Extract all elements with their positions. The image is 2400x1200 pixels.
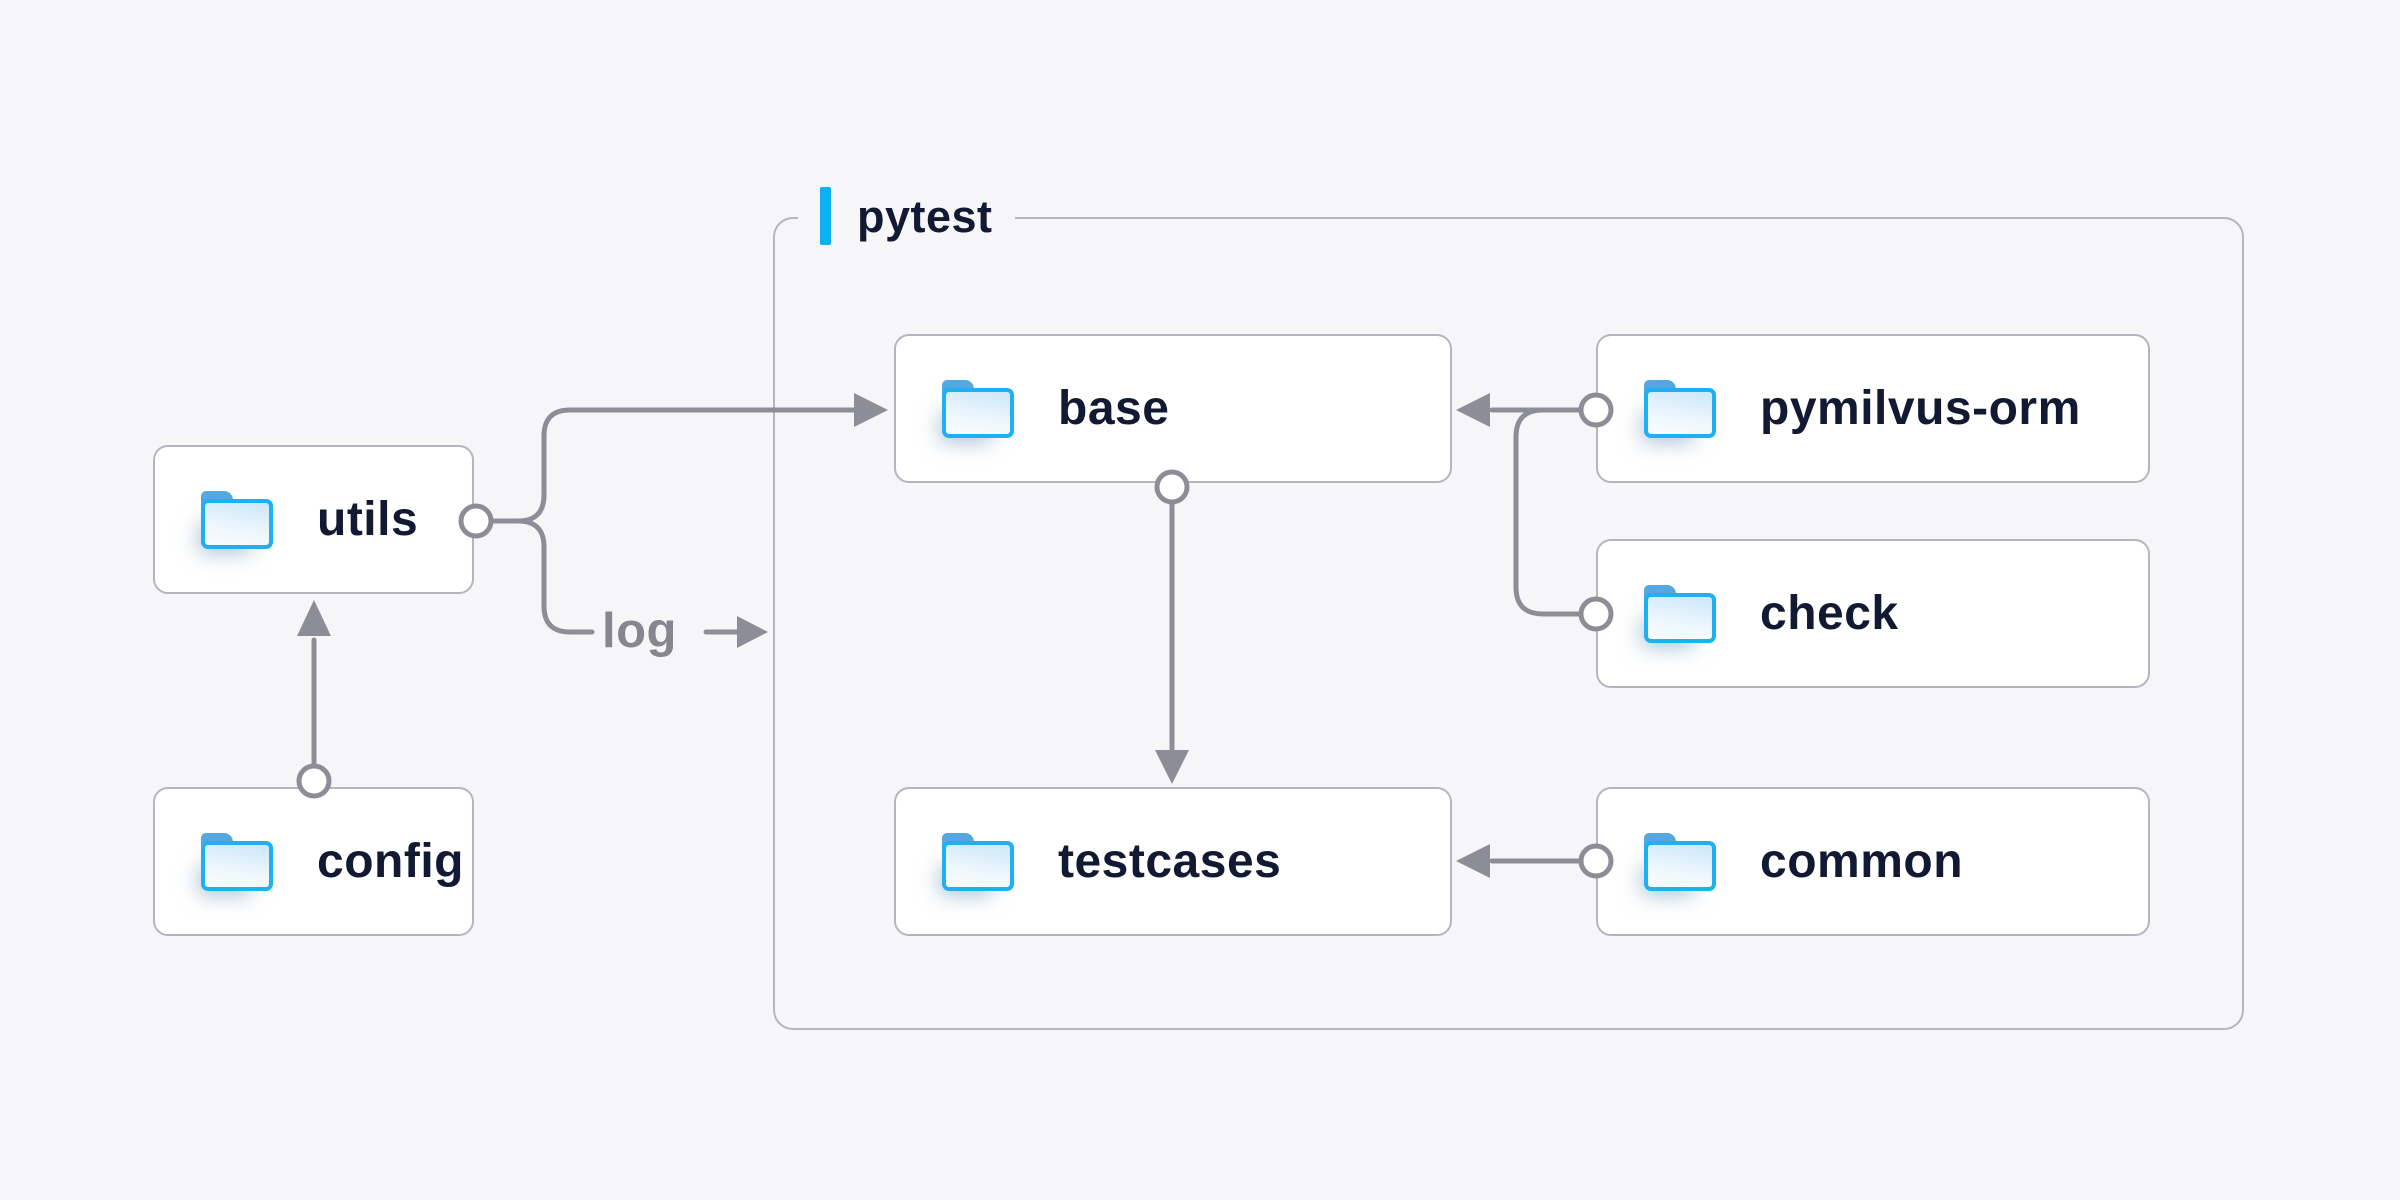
folder-icon bbox=[1644, 379, 1716, 438]
folder-icon bbox=[1644, 584, 1716, 643]
node-utils: utils bbox=[153, 445, 474, 594]
node-check: check bbox=[1596, 539, 2150, 688]
arrowhead-up-utils bbox=[297, 600, 331, 636]
folder-icon bbox=[201, 832, 273, 891]
node-label: base bbox=[1058, 381, 1170, 435]
node-label: check bbox=[1760, 586, 1899, 640]
folder-icon bbox=[201, 490, 273, 549]
folder-icon bbox=[942, 379, 1014, 438]
pytest-group-label: pytest bbox=[798, 184, 1015, 248]
node-label: common bbox=[1760, 834, 1964, 888]
edge-label-log: log bbox=[602, 604, 677, 658]
node-label: pymilvus-orm bbox=[1760, 381, 2081, 435]
node-base: base bbox=[894, 334, 1452, 483]
edge-utils-to-log bbox=[515, 518, 595, 635]
pytest-group-frame bbox=[773, 217, 2244, 1030]
node-label: utils bbox=[317, 492, 419, 546]
node-label: config bbox=[317, 834, 464, 888]
group-title: pytest bbox=[857, 190, 993, 242]
node-config: config bbox=[153, 787, 474, 936]
folder-icon bbox=[942, 832, 1014, 891]
node-label: testcases bbox=[1058, 834, 1282, 888]
node-common: common bbox=[1596, 787, 2150, 936]
arrowhead-right-log bbox=[737, 616, 768, 648]
node-pymilvus-orm: pymilvus-orm bbox=[1596, 334, 2150, 483]
node-testcases: testcases bbox=[894, 787, 1452, 936]
accent-bar-icon bbox=[820, 187, 831, 245]
folder-icon bbox=[1644, 832, 1716, 891]
